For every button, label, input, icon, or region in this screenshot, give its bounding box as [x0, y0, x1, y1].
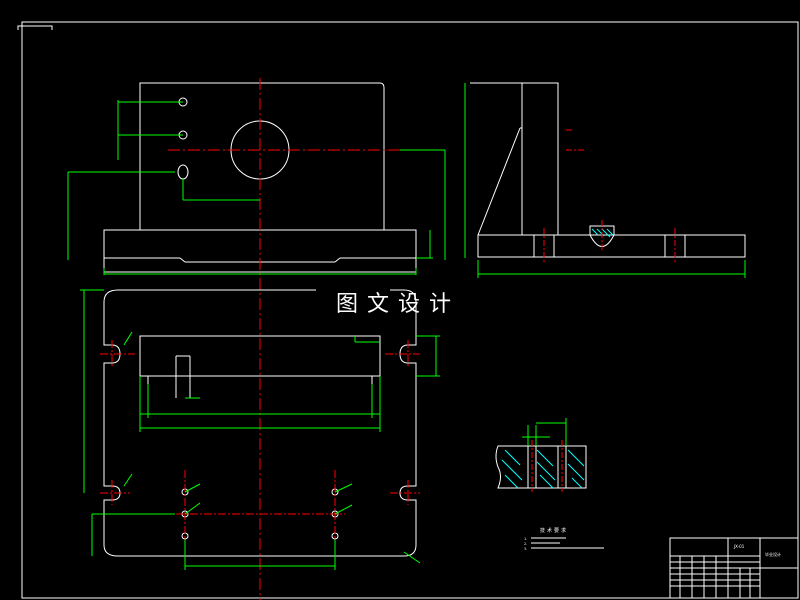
title-block	[669, 537, 799, 599]
front-view-dimensions	[67, 100, 446, 275]
side-view-centerlines	[543, 129, 676, 262]
tech-req-lines	[531, 537, 604, 549]
top-view-dimensions	[80, 289, 440, 570]
tech-req-title: 技术要求	[540, 527, 568, 534]
side-view	[470, 82, 746, 258]
top-view-centerlines	[100, 340, 420, 545]
sheet-border	[17, 21, 799, 599]
title-block-part-name: JX-01	[733, 544, 745, 549]
section-detail-hatch	[501, 449, 585, 489]
title-block-text: JX-01 毕业设计	[733, 544, 781, 557]
title-block-company: 毕业设计	[765, 551, 781, 557]
technical-requirements: 技术要求 1. 2. 3.	[524, 527, 568, 551]
section-detail-centerlines	[531, 440, 563, 492]
watermark-text: 图文设计	[336, 292, 461, 317]
tech-req-item-1: 1.	[524, 537, 527, 541]
section-detail-dimensions	[522, 418, 567, 446]
front-view-centerlines	[168, 78, 405, 600]
side-view-hatch	[591, 228, 614, 238]
side-view-dimensions	[464, 83, 746, 278]
section-detail	[495, 445, 587, 489]
tech-req-item-2: 2.	[524, 542, 527, 546]
tech-req-item-3: 3.	[524, 547, 527, 551]
